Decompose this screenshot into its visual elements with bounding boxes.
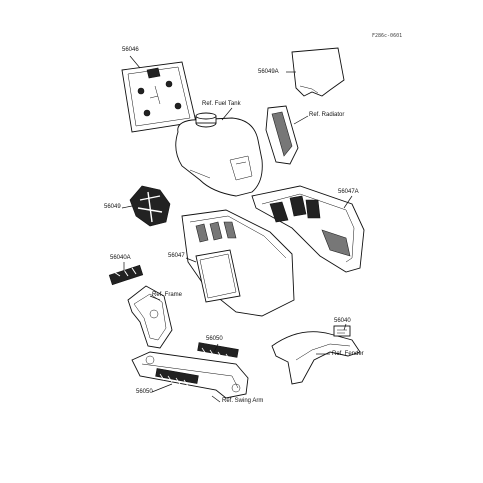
diagram-code: F286c-0601 — [372, 33, 403, 39]
rear-fender-outline — [271, 331, 361, 385]
ref-radiator: Ref. Radiator — [309, 112, 345, 118]
callout-56049a: 56049A — [258, 69, 279, 75]
callout-56049: 56049 — [104, 204, 121, 210]
callout-56050-upper: 56050 — [206, 336, 223, 342]
part-56050-lower-decal — [155, 368, 199, 387]
ref-fender: Ref. Fender — [332, 351, 364, 357]
frame-outline — [127, 285, 173, 349]
part-56049-emblem — [129, 185, 171, 227]
part-56047a-side-cover — [251, 185, 365, 273]
part-56040a-decal — [108, 264, 144, 286]
callout-56040: 56040 — [334, 318, 351, 324]
callout-56050-lower: 56050 — [136, 389, 153, 395]
part-56049a-decal — [291, 47, 345, 97]
part-56050-upper-decal — [197, 342, 239, 361]
side-number-plate — [195, 249, 241, 303]
part-56040-decal — [333, 325, 351, 337]
ref-frame: Ref. Frame — [152, 292, 183, 298]
leader-lines — [121, 55, 353, 403]
ref-fuel-tank: Ref. Fuel Tank — [202, 101, 241, 107]
ref-swing-arm: Ref. Swing Arm — [222, 398, 264, 404]
callout-56047a: 56047A — [338, 189, 359, 195]
callout-56040a: 56040A — [110, 255, 131, 261]
fuel-tank-outline — [175, 112, 263, 197]
callout-56046: 56046 — [122, 47, 139, 53]
callout-56047: 56047 — [168, 253, 185, 259]
radiator-shroud — [265, 105, 299, 165]
